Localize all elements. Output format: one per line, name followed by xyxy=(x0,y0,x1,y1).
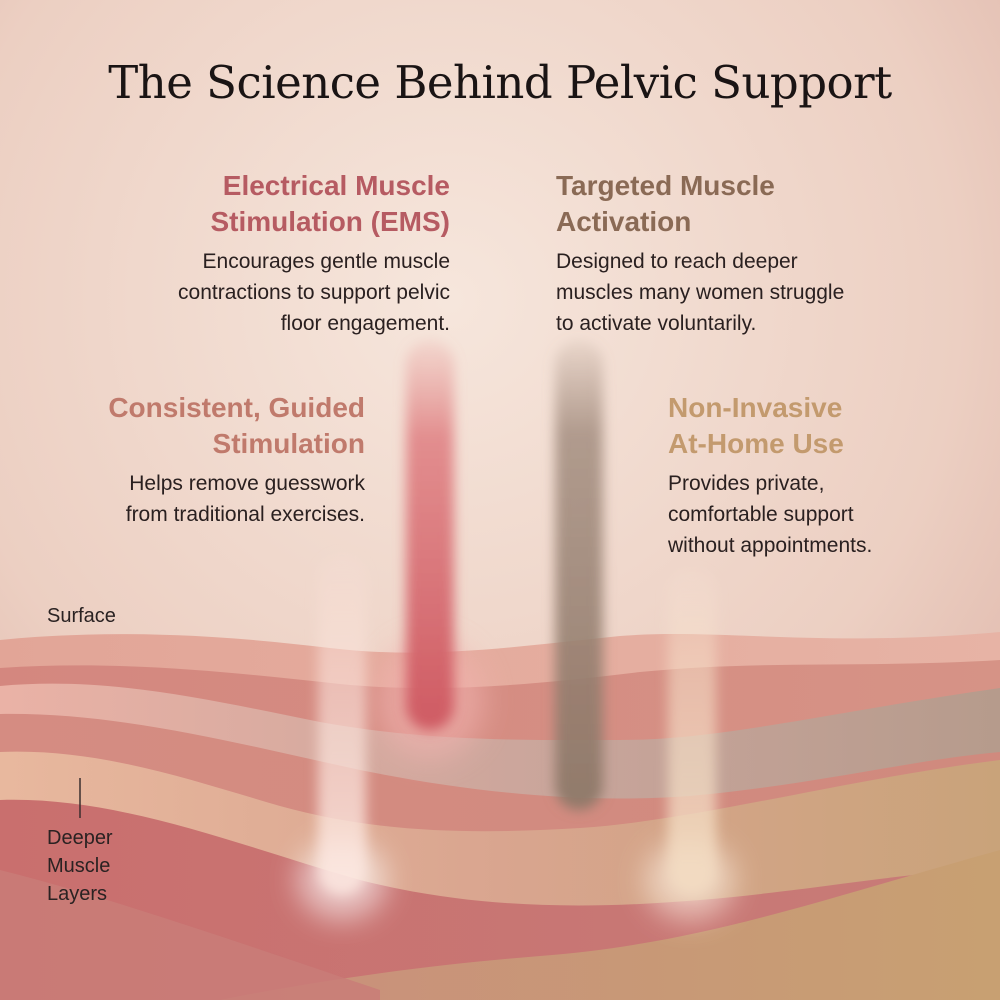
probe-consistent xyxy=(318,555,366,895)
feature-targeted-heading: Targeted Muscle Activation xyxy=(556,170,775,237)
feature-noninvasive: Non-Invasive At-Home Use Provides privat… xyxy=(668,390,988,561)
feature-ems-heading: Electrical Muscle Stimulation (EMS) xyxy=(210,170,450,237)
feature-ems-body: Encourages gentle muscle contractions to… xyxy=(178,250,450,335)
feature-noninvasive-body: Provides private, comfortable support wi… xyxy=(668,472,873,557)
feature-targeted: Targeted Muscle Activation Designed to r… xyxy=(556,168,976,339)
probe-ems xyxy=(406,340,454,730)
page-title: The Science Behind Pelvic Support xyxy=(108,56,892,109)
feature-consistent-body: Helps remove guesswork from traditional … xyxy=(125,472,365,526)
feature-noninvasive-heading: Non-Invasive At-Home Use xyxy=(668,392,844,459)
deeper-layers-label: Deeper Muscle Layers xyxy=(47,827,113,905)
feature-consistent-heading: Consistent, Guided Stimulation xyxy=(108,392,365,459)
feature-targeted-body: Designed to reach deeper muscles many wo… xyxy=(556,250,845,335)
feature-ems: Electrical Muscle Stimulation (EMS) Enco… xyxy=(60,168,450,339)
probe-targeted xyxy=(555,340,603,810)
probe-noninvasive xyxy=(668,570,716,895)
muscle-layer-base xyxy=(0,870,380,1000)
muscle-layer-7 xyxy=(220,850,1000,1000)
surface-label: Surface xyxy=(47,605,116,627)
feature-consistent: Consistent, Guided Stimulation Helps rem… xyxy=(20,390,365,530)
